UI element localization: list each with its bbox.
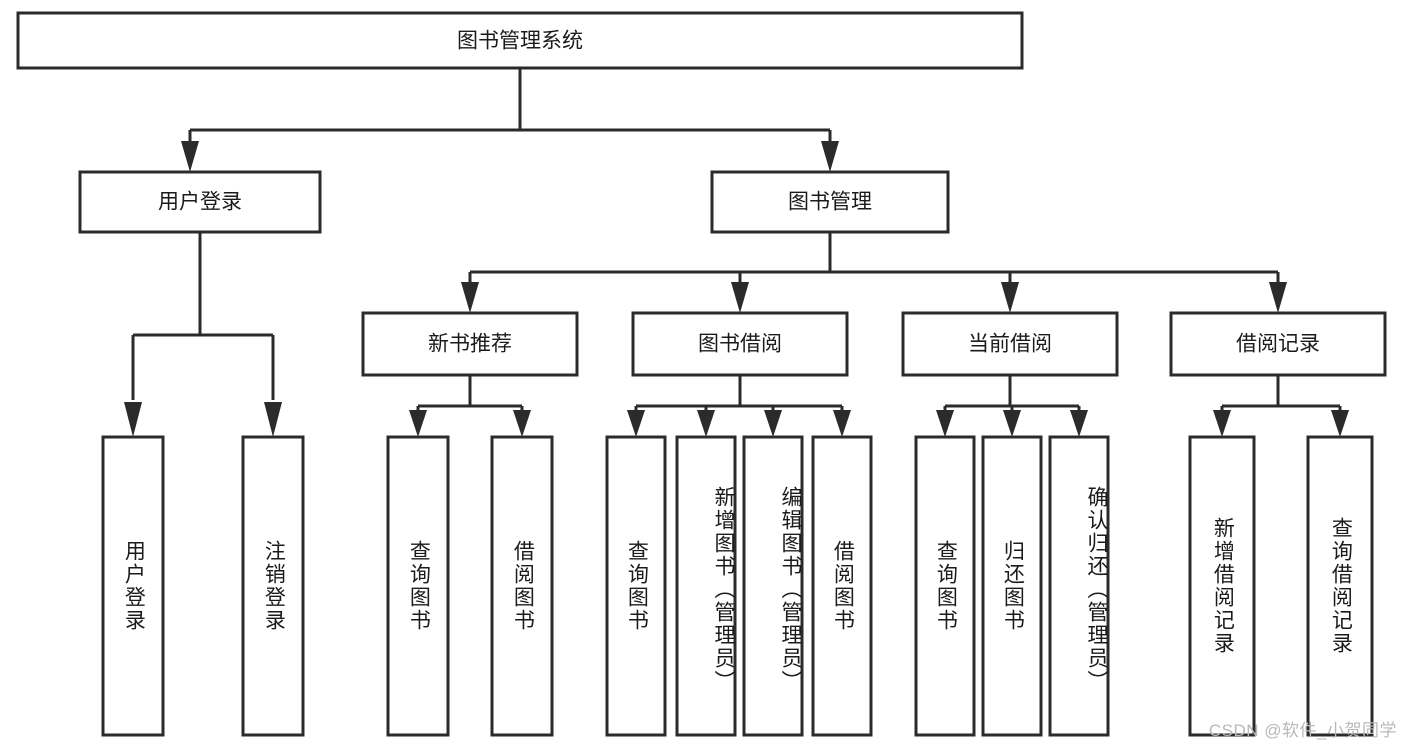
- node-current-borrow-label: 当前借阅: [968, 333, 1052, 356]
- node-book-manage[interactable]: 图书管理: [710, 170, 950, 234]
- node-current-borrow[interactable]: 当前借阅: [901, 311, 1119, 377]
- leaf-box-new-book-1[interactable]: [386, 435, 450, 737]
- node-book-manage-box[interactable]: [710, 170, 950, 234]
- node-book-borrow-label: 图书借阅: [698, 333, 782, 356]
- arrow-head-book-borrow: [731, 282, 749, 313]
- arrow-head-book-manage: [821, 141, 839, 172]
- arrow-head-borrowrecord-leaf-2: [1331, 410, 1349, 437]
- node-book-borrow-box[interactable]: [631, 311, 849, 377]
- node-root[interactable]: 图书管理系统: [16, 11, 1024, 70]
- arrow-head-new-book: [461, 282, 479, 313]
- arrow-head-user-login-leaf-2: [264, 402, 282, 437]
- leaf-box-user-login-1[interactable]: [101, 435, 165, 737]
- leaf-box-current-borrow-2[interactable]: [981, 435, 1043, 737]
- leaf-box-current-borrow-1[interactable]: [914, 435, 976, 737]
- node-root-box[interactable]: [16, 11, 1024, 70]
- arrow-head-bookborrow-leaf-4: [833, 410, 851, 437]
- node-borrow-record[interactable]: 借阅记录: [1169, 311, 1387, 377]
- arrow-head-newbook-leaf-1: [409, 410, 427, 437]
- watermark-text: CSDN @软件_小贺同学: [1208, 721, 1397, 740]
- node-user-login-label: 用户登录: [158, 191, 242, 214]
- node-new-book-recommend-label: 新书推荐: [428, 333, 512, 356]
- leaf-box-borrow-record-1[interactable]: [1188, 435, 1256, 737]
- leaf-box-current-borrow-3[interactable]: [1048, 435, 1110, 737]
- leaf-box-borrow-record-2[interactable]: [1306, 435, 1374, 737]
- arrow-head-borrow-record: [1269, 282, 1287, 313]
- node-book-manage-label: 图书管理: [788, 191, 872, 214]
- arrow-head-currentborrow-leaf-3: [1070, 410, 1088, 437]
- arrow-head-current-borrow: [1001, 282, 1019, 313]
- arrow-head-currentborrow-leaf-2: [1003, 410, 1021, 437]
- leaf-box-new-book-2[interactable]: [490, 435, 554, 737]
- connector-layer: [124, 68, 1349, 437]
- arrow-head-user-login-leaf-1: [124, 402, 142, 437]
- leaf-box-layer: [101, 435, 1374, 737]
- node-book-borrow[interactable]: 图书借阅: [631, 311, 849, 377]
- node-new-book-recommend[interactable]: 新书推荐: [361, 311, 579, 377]
- leaf-box-user-login-2[interactable]: [241, 435, 305, 737]
- leaf-box-book-borrow-4[interactable]: [811, 435, 873, 737]
- node-user-login[interactable]: 用户登录: [78, 170, 322, 234]
- arrow-head-bookborrow-leaf-1: [627, 410, 645, 437]
- arrow-head-bookborrow-leaf-2: [697, 410, 715, 437]
- node-current-borrow-box[interactable]: [901, 311, 1119, 377]
- arrow-head-newbook-leaf-2: [513, 410, 531, 437]
- arrow-head-borrowrecord-leaf-1: [1213, 410, 1231, 437]
- node-new-book-recommend-box[interactable]: [361, 311, 579, 377]
- node-borrow-record-label: 借阅记录: [1236, 333, 1320, 356]
- arrow-head-currentborrow-leaf-1: [936, 410, 954, 437]
- leaf-box-book-borrow-2[interactable]: [675, 435, 737, 737]
- arrow-head-bookborrow-leaf-3: [764, 410, 782, 437]
- arrow-head-user-login: [181, 141, 199, 172]
- node-borrow-record-box[interactable]: [1169, 311, 1387, 377]
- leaf-box-book-borrow-1[interactable]: [605, 435, 667, 737]
- node-root-label: 图书管理系统: [457, 30, 583, 53]
- leaf-box-book-borrow-3[interactable]: [742, 435, 804, 737]
- node-user-login-box[interactable]: [78, 170, 322, 234]
